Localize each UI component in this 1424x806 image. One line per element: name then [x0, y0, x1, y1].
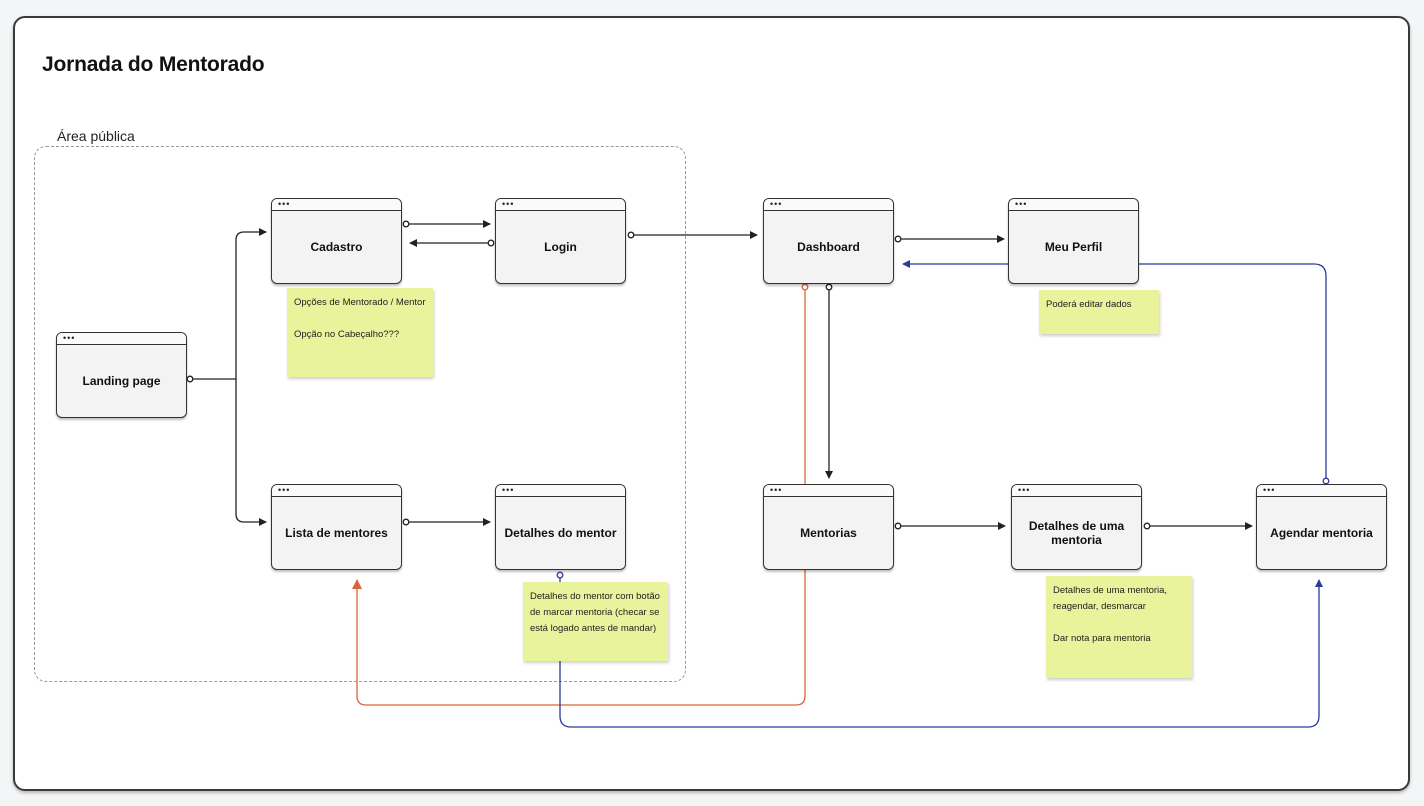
screen-detalhes-de-uma-mentoria[interactable]: ••• Detalhes de uma mentoria — [1011, 484, 1142, 570]
screen-login[interactable]: ••• Login — [495, 198, 626, 284]
screen-label: Lista de mentores — [285, 526, 388, 540]
screen-landing-page[interactable]: ••• Landing page — [56, 332, 187, 418]
screen-label: Cadastro — [310, 240, 363, 254]
sticky-note-cadastro[interactable]: Opções de Mentorado / Mentor Opção no Ca… — [287, 288, 433, 377]
connector-detalhes-mentor-agendar-blue — [556, 571, 1323, 728]
screen-dashboard[interactable]: ••• Dashboard — [763, 198, 894, 284]
note-text: Dar nota para mentoria — [1053, 633, 1151, 644]
connector-dashboard-lista-orange — [352, 283, 809, 706]
connector-mentorias-detalhes-mentoria — [894, 522, 1006, 530]
screen-label: Detalhes do mentor — [504, 526, 617, 540]
sticky-note-detalhes-mentor[interactable]: Detalhes do mentor com botão de marcar m… — [523, 582, 668, 661]
sticky-note-detalhes-mentoria[interactable]: Detalhes de uma mentoria, reagendar, des… — [1046, 576, 1192, 678]
screen-label: Landing page — [82, 374, 161, 388]
window-titlebar: ••• — [496, 199, 625, 211]
window-titlebar: ••• — [1257, 485, 1386, 497]
screen-label: Agendar mentoria — [1270, 526, 1373, 540]
connector-dashboard-perfil — [894, 235, 1005, 243]
window-titlebar: ••• — [1009, 199, 1138, 211]
connector-login-dashboard — [627, 231, 758, 239]
window-titlebar: ••• — [1012, 485, 1141, 497]
screen-mentorias[interactable]: ••• Mentorias — [763, 484, 894, 570]
connector-cadastro-login — [402, 220, 495, 247]
window-dots-icon: ••• — [278, 199, 291, 209]
screen-agendar-mentoria[interactable]: ••• Agendar mentoria — [1256, 484, 1387, 570]
window-dots-icon: ••• — [63, 333, 76, 343]
window-dots-icon: ••• — [770, 485, 783, 495]
note-text: Opção no Cabeçalho??? — [294, 329, 400, 340]
window-dots-icon: ••• — [502, 199, 515, 209]
sticky-note-meu-perfil[interactable]: Poderá editar dados — [1039, 290, 1159, 334]
window-dots-icon: ••• — [1015, 199, 1028, 209]
screen-cadastro[interactable]: ••• Cadastro — [271, 198, 402, 284]
connector-dashboard-mentorias — [825, 283, 833, 479]
note-text: Poderá editar dados — [1046, 299, 1132, 310]
screen-meu-perfil[interactable]: ••• Meu Perfil — [1008, 198, 1139, 284]
screen-lista-de-mentores[interactable]: ••• Lista de mentores — [271, 484, 402, 570]
window-dots-icon: ••• — [770, 199, 783, 209]
connector-lista-detalhes-mentor — [402, 518, 491, 526]
window-dots-icon: ••• — [502, 485, 515, 495]
group-label-public-area: Área pública — [57, 128, 135, 144]
window-titlebar: ••• — [764, 485, 893, 497]
screen-label: Detalhes de uma mentoria — [1028, 519, 1125, 547]
screen-label: Mentorias — [800, 526, 857, 540]
board-title: Jornada do Mentorado — [42, 53, 265, 76]
screen-label: Dashboard — [797, 240, 860, 254]
window-dots-icon: ••• — [1018, 485, 1031, 495]
note-text: Detalhes do mentor com botão de marcar m… — [530, 591, 660, 634]
window-titlebar: ••• — [764, 199, 893, 211]
note-text: Opções de Mentorado / Mentor — [294, 297, 426, 308]
window-dots-icon: ••• — [278, 485, 291, 495]
window-titlebar: ••• — [272, 199, 401, 211]
window-titlebar: ••• — [496, 485, 625, 497]
connector-landing-branch — [186, 228, 267, 526]
public-area-group — [34, 146, 686, 682]
connector-detalhes-mentoria-agendar — [1143, 522, 1253, 530]
connector-agendar-dashboard-blue — [902, 260, 1330, 485]
window-titlebar: ••• — [57, 333, 186, 345]
window-titlebar: ••• — [272, 485, 401, 497]
screen-label: Meu Perfil — [1044, 240, 1103, 254]
window-dots-icon: ••• — [1263, 485, 1276, 495]
note-text: Detalhes de uma mentoria, reagendar, des… — [1053, 585, 1168, 612]
screen-detalhes-do-mentor[interactable]: ••• Detalhes do mentor — [495, 484, 626, 570]
screen-label: Login — [544, 240, 577, 254]
